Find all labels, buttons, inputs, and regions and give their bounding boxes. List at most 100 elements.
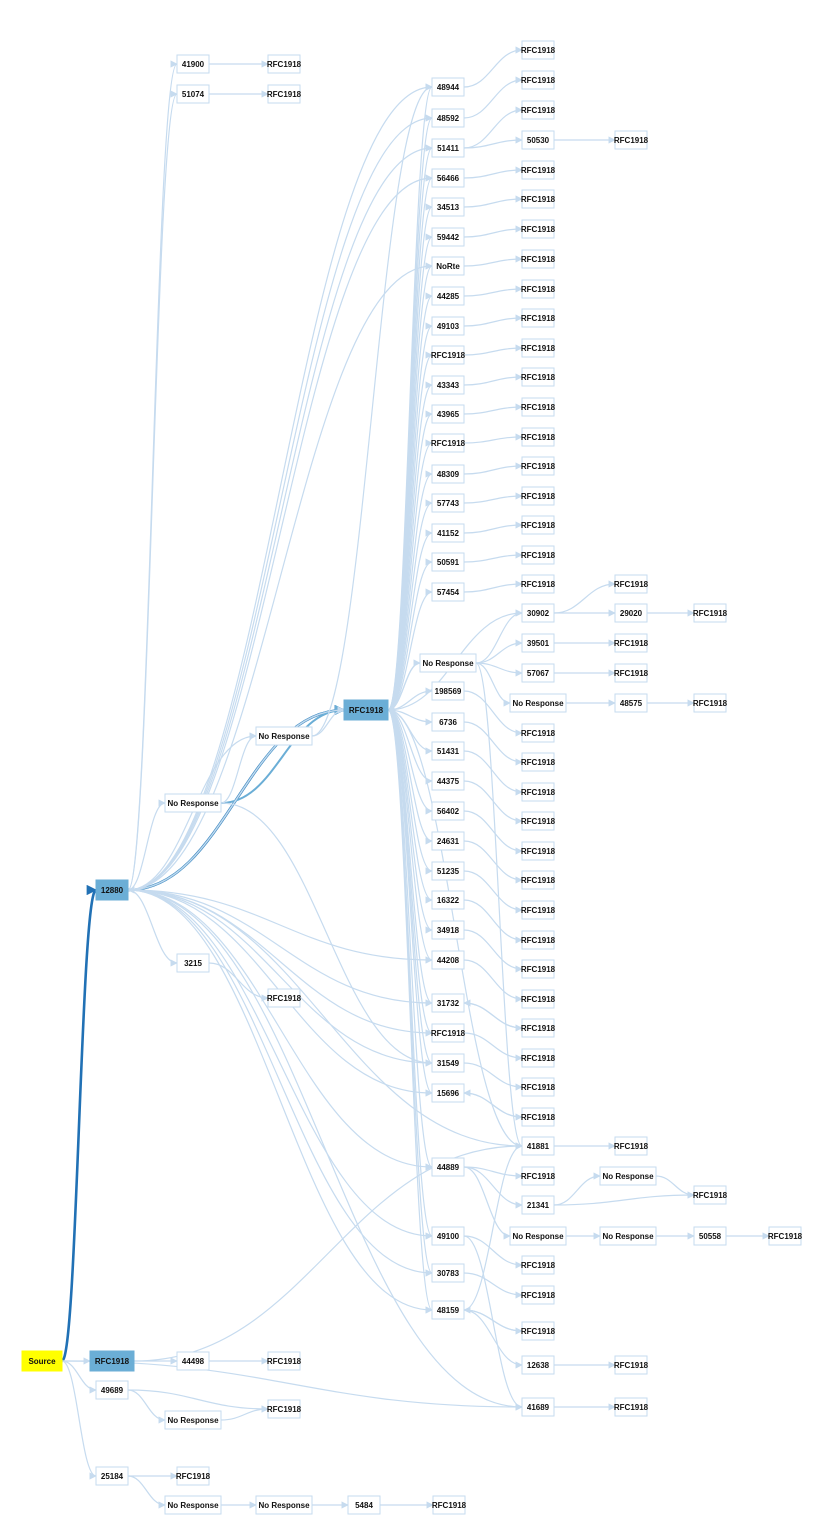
node-n39501[interactable]: 39501	[521, 633, 555, 653]
node-n51411[interactable]: 51411	[431, 138, 465, 158]
node-r50558[interactable]: RFC1918	[768, 1226, 803, 1246]
node-n24631[interactable]: 24631	[431, 831, 465, 851]
node-n50530[interactable]: 50530	[521, 130, 555, 150]
node-nR3[interactable]: RFC1918	[431, 1023, 466, 1043]
node-r198569[interactable]: RFC1918	[521, 723, 556, 743]
node-r50591[interactable]: RFC1918	[521, 545, 556, 565]
node-nNRb[interactable]: No Response	[164, 793, 222, 813]
node-n29020[interactable]: 29020	[614, 603, 648, 623]
node-n5484[interactable]: 5484	[347, 1495, 381, 1515]
node-n41881[interactable]: 41881	[521, 1136, 555, 1156]
node-n44208[interactable]: 44208	[431, 950, 465, 970]
node-n30902[interactable]: 30902	[521, 603, 555, 623]
node-r48159[interactable]: RFC1918	[521, 1321, 556, 1341]
node-r48592[interactable]: RFC1918	[521, 70, 556, 90]
node-r49689[interactable]: RFC1918	[267, 1399, 302, 1419]
node-r49100[interactable]: RFC1918	[521, 1255, 556, 1275]
node-r16322[interactable]: RFC1918	[521, 930, 556, 950]
node-rR2[interactable]: RFC1918	[521, 427, 556, 447]
node-n16322[interactable]: 16322	[431, 890, 465, 910]
node-n59442[interactable]: 59442	[431, 227, 465, 247]
node-n44285[interactable]: 44285	[431, 286, 465, 306]
node-r21341[interactable]: RFC1918	[693, 1185, 728, 1205]
node-r34513[interactable]: RFC1918	[521, 189, 556, 209]
node-nNRa[interactable]: No Response	[255, 726, 313, 746]
node-hRs[interactable]: RFC1918	[89, 1350, 135, 1372]
node-n48309[interactable]: 48309	[431, 464, 465, 484]
node-n198569[interactable]: 198569	[431, 681, 465, 701]
node-r44285[interactable]: RFC1918	[521, 279, 556, 299]
node-r6736[interactable]: RFC1918	[521, 752, 556, 772]
node-r43965[interactable]: RFC1918	[521, 397, 556, 417]
node-n50558[interactable]: 50558	[693, 1226, 727, 1246]
node-n43965[interactable]: 43965	[431, 404, 465, 424]
node-n15696[interactable]: 15696	[431, 1083, 465, 1103]
node-r57067[interactable]: RFC1918	[614, 663, 649, 683]
node-r12638[interactable]: RFC1918	[614, 1355, 649, 1375]
node-r31732[interactable]: RFC1918	[521, 1018, 556, 1038]
node-r24631[interactable]: RFC1918	[521, 870, 556, 890]
node-n31549[interactable]: 31549	[431, 1053, 465, 1073]
node-n21341[interactable]: 21341	[521, 1195, 555, 1215]
node-r56402[interactable]: RFC1918	[521, 841, 556, 861]
node-n48944[interactable]: 48944	[431, 77, 465, 97]
node-n56402[interactable]: 56402	[431, 801, 465, 821]
node-n3215[interactable]: 3215	[176, 953, 210, 973]
node-n51431[interactable]: 51431	[431, 741, 465, 761]
node-n57743[interactable]: 57743	[431, 493, 465, 513]
node-r39501[interactable]: RFC1918	[614, 633, 649, 653]
node-r48575[interactable]: RFC1918	[693, 693, 728, 713]
node-source[interactable]: Source	[21, 1350, 63, 1372]
node-nNR2[interactable]: No Response	[509, 693, 567, 713]
node-r25184[interactable]: RFC1918	[176, 1466, 211, 1486]
node-r44375[interactable]: RFC1918	[521, 811, 556, 831]
node-n25184[interactable]: 25184	[95, 1466, 129, 1486]
node-r34918[interactable]: RFC1918	[521, 959, 556, 979]
node-n12638[interactable]: 12638	[521, 1355, 555, 1375]
node-n31732[interactable]: 31732	[431, 993, 465, 1013]
node-n48159[interactable]: 48159	[431, 1300, 465, 1320]
node-n57067[interactable]: 57067	[521, 663, 555, 683]
node-n44375[interactable]: 44375	[431, 771, 465, 791]
node-n43343[interactable]: 43343	[431, 375, 465, 395]
node-nR1[interactable]: RFC1918	[431, 345, 466, 365]
node-r49103[interactable]: RFC1918	[521, 308, 556, 328]
node-nNR3[interactable]: No Response	[599, 1166, 657, 1186]
node-n51235[interactable]: 51235	[431, 861, 465, 881]
node-n57454[interactable]: 57454	[431, 582, 465, 602]
node-n49689[interactable]: 49689	[95, 1380, 129, 1400]
node-r29020[interactable]: RFC1918	[693, 603, 728, 623]
node-nNR6[interactable]: No Response	[164, 1410, 222, 1430]
node-r3215[interactable]: RFC1918	[267, 988, 302, 1008]
node-n48592[interactable]: 48592	[431, 108, 465, 128]
node-n41900[interactable]: 41900	[176, 54, 210, 74]
node-nNR1[interactable]: No Response	[419, 653, 477, 673]
node-r44498[interactable]: RFC1918	[267, 1351, 302, 1371]
node-n48575[interactable]: 48575	[614, 693, 648, 713]
node-n56466[interactable]: 56466	[431, 168, 465, 188]
node-n49103[interactable]: 49103	[431, 316, 465, 336]
node-n49100[interactable]: 49100	[431, 1226, 465, 1246]
node-r41881[interactable]: RFC1918	[614, 1136, 649, 1156]
node-r15696[interactable]: RFC1918	[521, 1107, 556, 1127]
node-r5484[interactable]: RFC1918	[432, 1495, 467, 1515]
node-r50530[interactable]: RFC1918	[614, 130, 649, 150]
node-nNoRte[interactable]: NoRte	[431, 256, 465, 276]
node-r51074[interactable]: RFC1918	[267, 84, 302, 104]
node-r31549[interactable]: RFC1918	[521, 1077, 556, 1097]
node-h12880[interactable]: 12880	[95, 879, 129, 901]
node-r51411[interactable]: RFC1918	[521, 100, 556, 120]
node-rR1[interactable]: RFC1918	[521, 338, 556, 358]
node-n34513[interactable]: 34513	[431, 197, 465, 217]
node-r44889[interactable]: RFC1918	[521, 1166, 556, 1186]
node-n41152[interactable]: 41152	[431, 523, 465, 543]
node-rR3[interactable]: RFC1918	[521, 1048, 556, 1068]
node-r57743[interactable]: RFC1918	[521, 486, 556, 506]
node-r43343[interactable]: RFC1918	[521, 367, 556, 387]
node-n51074[interactable]: 51074	[176, 84, 210, 104]
node-r57454[interactable]: RFC1918	[521, 574, 556, 594]
node-r41689[interactable]: RFC1918	[614, 1397, 649, 1417]
node-n44889[interactable]: 44889	[431, 1157, 465, 1177]
node-rNoRte[interactable]: RFC1918	[521, 249, 556, 269]
node-r41900[interactable]: RFC1918	[267, 54, 302, 74]
